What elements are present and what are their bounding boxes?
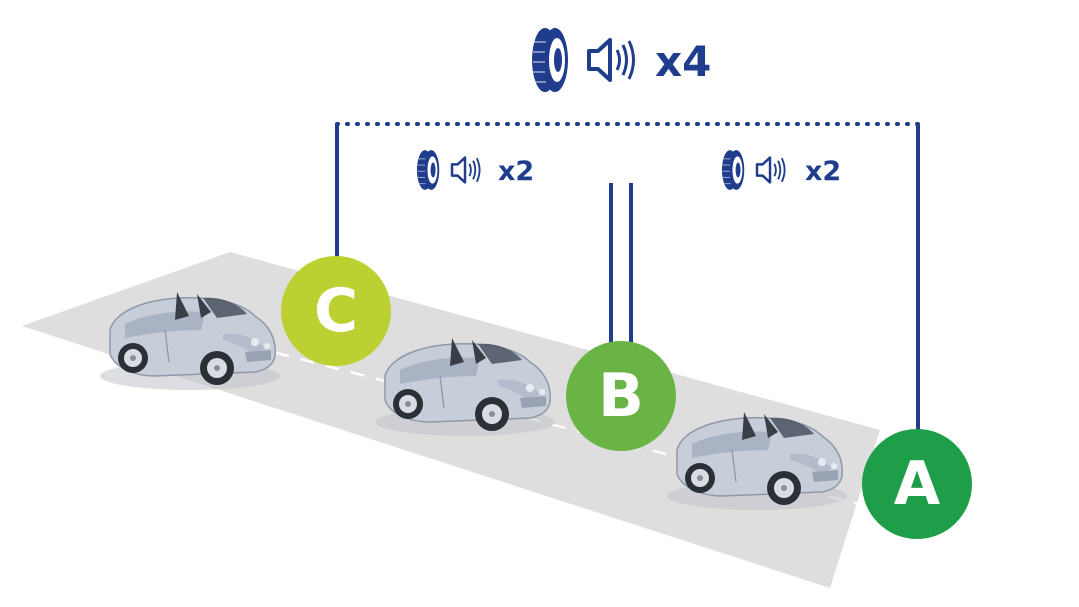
marker-b-letter: B	[598, 361, 644, 431]
segment-ba-multiplier: x2	[805, 156, 841, 187]
speaker-icon	[755, 156, 786, 184]
marker-a: A	[862, 429, 972, 539]
marker-b-circle	[566, 341, 676, 451]
measurement-lines	[335, 122, 920, 430]
marker-a-circle	[862, 429, 972, 539]
marker-a-letter: A	[894, 449, 941, 519]
marker-c-circle	[281, 256, 391, 366]
total-noise-label: x4	[531, 27, 711, 93]
tire-icon	[416, 149, 440, 191]
marker-b: B	[566, 341, 676, 451]
speaker-icon	[587, 38, 636, 82]
marker-c-letter: C	[314, 276, 358, 346]
total-multiplier: x4	[655, 37, 711, 86]
segment-ba-noise-label: x2	[721, 149, 841, 191]
speaker-icon	[450, 156, 481, 184]
segment-cb-noise-label: x2	[416, 149, 534, 191]
segment-cb-multiplier: x2	[498, 156, 534, 187]
tire-icon	[531, 27, 569, 93]
marker-c: C	[281, 256, 391, 366]
tire-icon	[721, 149, 745, 191]
